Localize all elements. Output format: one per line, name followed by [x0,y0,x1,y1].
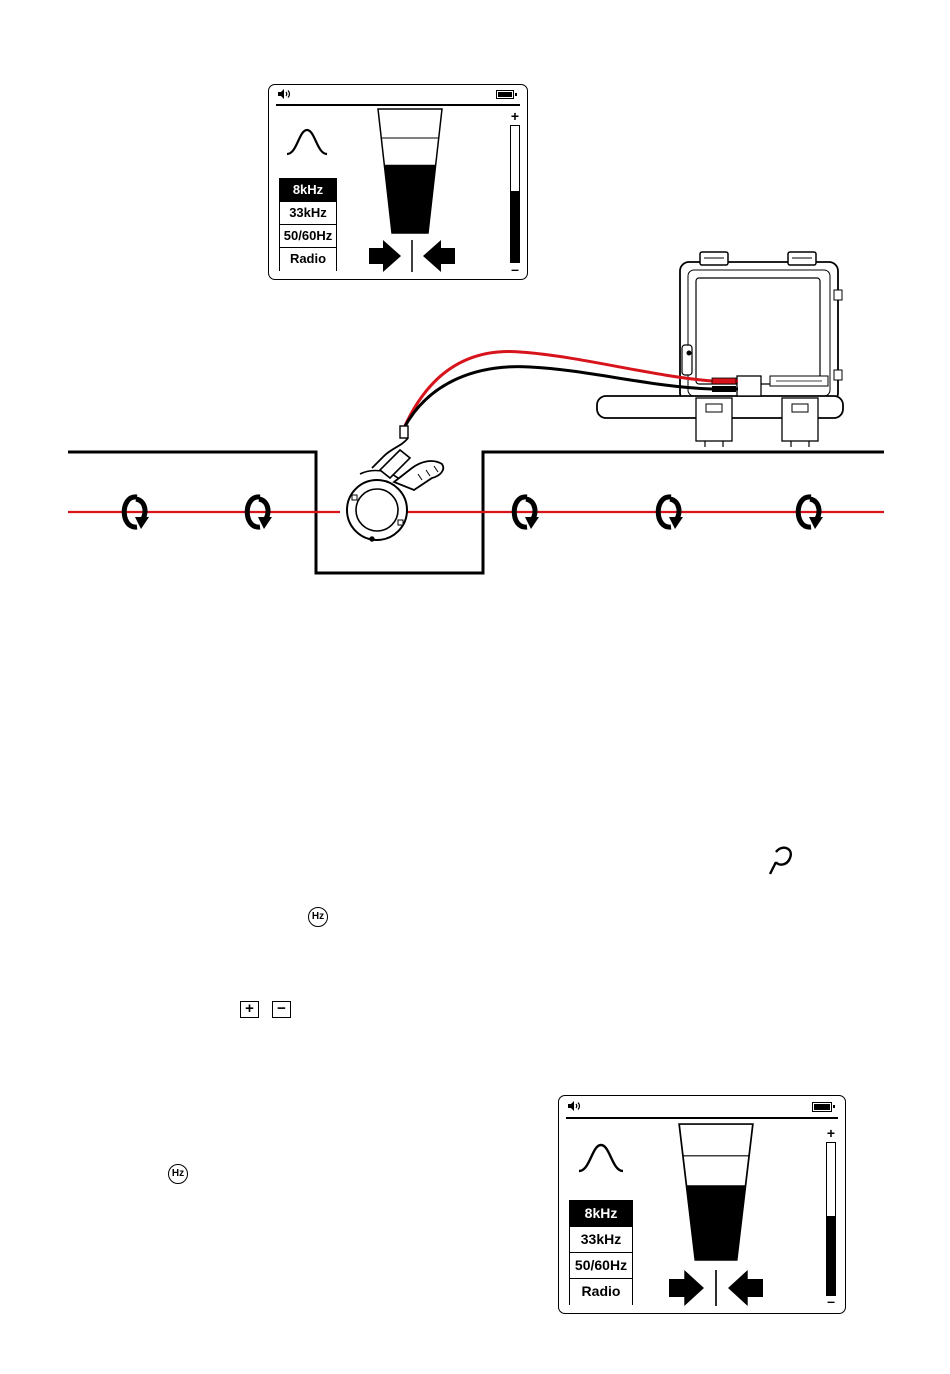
freq-33khz[interactable]: 33kHz [570,1227,632,1253]
minus-key-icon: − [272,1001,291,1018]
speaker-icon [568,1101,582,1111]
gain-bar [826,1142,836,1296]
signal-clamp [347,426,443,541]
frequency-key-icon: Hz [308,907,328,927]
gain-plus-label: + [825,1126,837,1140]
receiver-screen-bottom: 8kHz 33kHz 50/60Hz Radio + – [558,1095,846,1314]
frequency-list: 8kHz 33kHz 50/60Hz Radio [569,1200,633,1305]
gain-bar-fill [827,1216,835,1295]
plus-key-icon: + [240,1001,259,1018]
freq-8khz[interactable]: 8kHz [570,1201,632,1227]
gain-minus-label: – [825,1294,837,1308]
lead-plug-black [712,386,736,392]
battery-icon [812,1102,832,1112]
transmitter-case [597,252,843,447]
signal-strength-fill [686,1185,745,1260]
peak-mode-icon [577,1142,625,1174]
signal-strength-meter [678,1123,754,1261]
status-bar [566,1096,838,1119]
frequency-key-icon: Hz [168,1164,188,1184]
clamp-mode-icon [766,844,796,878]
freq-radio[interactable]: Radio [570,1279,632,1305]
lead-plug-red [712,378,736,384]
cable-clamp-diagram [0,0,950,600]
centering-arrows-icon [669,1270,763,1306]
freq-50-60hz[interactable]: 50/60Hz [570,1253,632,1279]
